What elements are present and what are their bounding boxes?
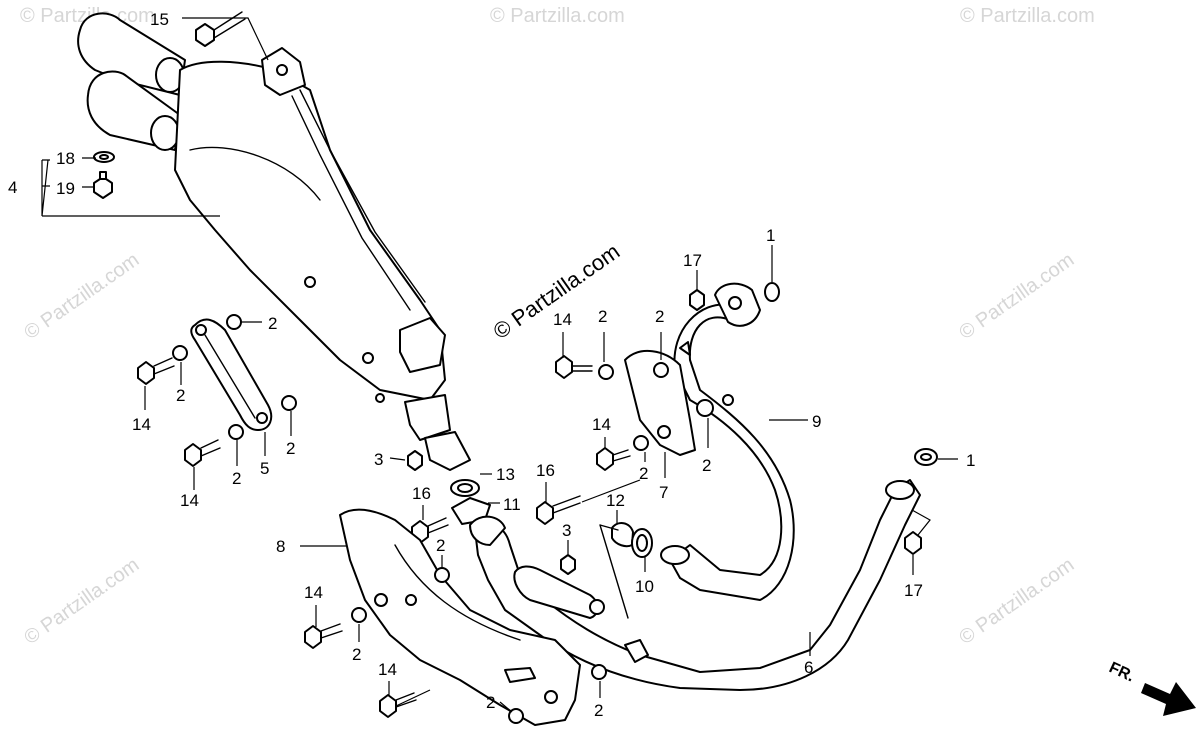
- callout-14: 14: [132, 415, 151, 434]
- watermark-text: © Partzilla.com: [20, 249, 143, 344]
- clamp-band-5: [190, 318, 273, 431]
- callout-5: 5: [260, 459, 269, 478]
- callout-2: 2: [702, 456, 711, 475]
- muffler: [77, 12, 471, 471]
- nuts-left: [172, 314, 297, 440]
- callout-17: 17: [904, 581, 923, 600]
- washer-18: [93, 151, 115, 163]
- bolt-14-left-b: [184, 439, 221, 467]
- callout-2: 2: [594, 701, 603, 720]
- callout-16: 16: [536, 461, 555, 480]
- bolt-15: [195, 11, 246, 47]
- watermark-text: © Partzilla.com: [20, 554, 143, 649]
- callout-2: 2: [639, 464, 648, 483]
- callout-2: 2: [486, 693, 495, 712]
- leader-lines: [41, 17, 958, 713]
- callout-13: 13: [496, 465, 515, 484]
- exhaust-pipe-6: [469, 479, 921, 691]
- fr-label: FR.: [1106, 659, 1137, 685]
- callout-2: 2: [655, 307, 664, 326]
- watermark-text: © Partzilla.com: [960, 5, 1095, 27]
- callout-1: 1: [766, 226, 775, 245]
- callout-2: 2: [268, 314, 277, 333]
- callout-9: 9: [812, 412, 821, 431]
- callout-2: 2: [436, 536, 445, 555]
- callout-2: 2: [352, 645, 361, 664]
- callout-16: 16: [412, 484, 431, 503]
- clamp-10-12: [599, 522, 653, 619]
- callout-14: 14: [553, 310, 572, 329]
- bolt-14-left-a: [137, 357, 175, 385]
- callout-2: 2: [176, 386, 185, 405]
- callout-14: 14: [378, 660, 397, 679]
- callout-12: 12: [606, 491, 625, 510]
- callout-17: 17: [683, 251, 702, 270]
- callout-3: 3: [374, 450, 383, 469]
- callouts: 15 4 18 19 2 2 14 2 2 5 14 3 13 11 16 8 …: [8, 10, 975, 720]
- fasteners-right: [304, 282, 938, 724]
- callout-15: 15: [150, 10, 169, 29]
- callout-14: 14: [592, 415, 611, 434]
- callout-2: 2: [232, 469, 241, 488]
- callout-6: 6: [804, 658, 813, 677]
- callout-7: 7: [659, 483, 668, 502]
- nut-19: [93, 171, 113, 199]
- callout-11: 11: [503, 495, 521, 514]
- callout-2: 2: [286, 439, 295, 458]
- callout-8: 8: [276, 537, 285, 556]
- callout-2: 2: [598, 307, 607, 326]
- heat-shield-7: [624, 341, 696, 456]
- heat-shield-8: [339, 508, 581, 726]
- callout-18: 18: [56, 149, 75, 168]
- callout-1: 1: [966, 451, 975, 470]
- front-direction-arrow: FR.: [1106, 659, 1196, 716]
- watermark-text: © Partzilla.com: [955, 249, 1078, 344]
- callout-14: 14: [180, 491, 199, 510]
- callout-4: 4: [8, 178, 17, 197]
- callout-10: 10: [635, 577, 654, 596]
- watermark-text: © Partzilla.com: [955, 554, 1078, 649]
- callout-3: 3: [562, 521, 571, 540]
- callout-19: 19: [56, 179, 75, 198]
- callout-14: 14: [304, 583, 323, 602]
- watermark-text: © Partzilla.com: [490, 5, 625, 27]
- exhaust-pipe-9: [660, 282, 795, 601]
